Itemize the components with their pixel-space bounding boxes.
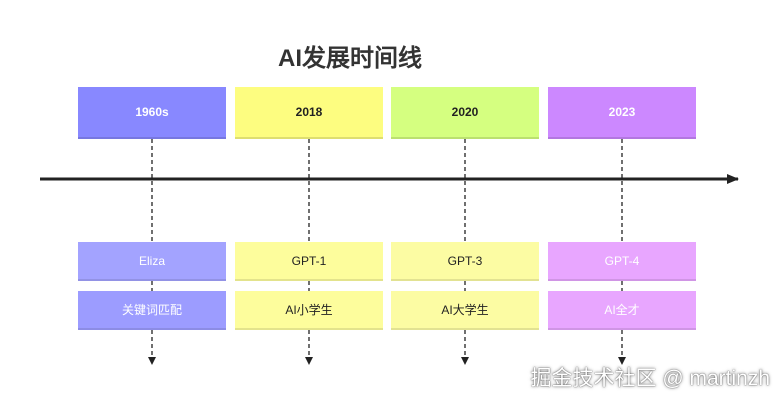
era-box-1: 2018 (235, 87, 383, 139)
era-box-2: 2020 (391, 87, 539, 139)
model-box-2: GPT-3 (391, 242, 539, 281)
stage-box-2: AI大学生 (391, 291, 539, 330)
stage-box-3: AI全才 (548, 291, 696, 330)
model-box-0: Eliza (78, 242, 226, 281)
model-box-1: GPT-1 (235, 242, 383, 281)
diagram-title: AI发展时间线 (278, 45, 422, 72)
model-box-3: GPT-4 (548, 242, 696, 281)
stage-box-1: AI小学生 (235, 291, 383, 330)
watermark: 掘金技术社区 @ martinzh (530, 367, 770, 390)
era-box-3: 2023 (548, 87, 696, 139)
era-box-0: 1960s (78, 87, 226, 139)
stage-box-0: 关键词匹配 (78, 291, 226, 330)
